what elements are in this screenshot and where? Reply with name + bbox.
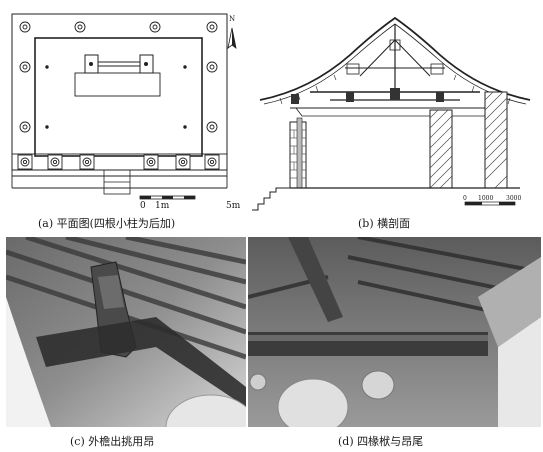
section-scale-end: 3000: [506, 195, 522, 202]
section-scale-mid: 1000: [478, 195, 494, 202]
roof-truss: [290, 24, 500, 117]
outer-columns: [19, 21, 218, 133]
floor-plan-drawing: [11, 13, 237, 200]
plan-scale-bar: [139, 195, 196, 200]
small-column-block-left: [84, 54, 99, 74]
plan-scale-mid: 1m: [155, 201, 170, 211]
red-lantern-center: [361, 370, 395, 400]
plan-north-label: N: [229, 15, 236, 23]
cross-section-drawing: [252, 16, 531, 211]
photo-eave-bracket: [6, 237, 246, 427]
section-steps: [252, 187, 290, 211]
inner-hall: [34, 37, 203, 157]
caption-c: (c) 外檐出挑用昂: [70, 435, 155, 448]
front-steps: [103, 169, 131, 195]
caption-d: (d) 四椽栿与昂尾: [338, 435, 424, 448]
caption-a: (a) 平面图(四根小柱为后加): [38, 217, 176, 230]
red-lantern-left: [277, 378, 349, 427]
red-lantern: [165, 394, 246, 427]
photo-beam-and-ang-tail: [248, 237, 541, 427]
red-lantern-small: [249, 373, 267, 391]
roof-profile: [259, 16, 531, 101]
right-column: [484, 91, 508, 189]
plan-scale-start: 0: [140, 201, 146, 211]
north-arrow-icon: [227, 27, 237, 49]
inner-column: [429, 109, 453, 189]
altar-platform: [74, 72, 161, 97]
small-column-block-right: [139, 54, 154, 74]
plan-scale-end: 5m: [226, 201, 241, 211]
caption-b: (b) 横剖面: [358, 217, 411, 230]
section-scale-start: 0: [463, 195, 467, 202]
section-scale-bar: [464, 201, 516, 206]
left-brick-column: [289, 117, 307, 189]
